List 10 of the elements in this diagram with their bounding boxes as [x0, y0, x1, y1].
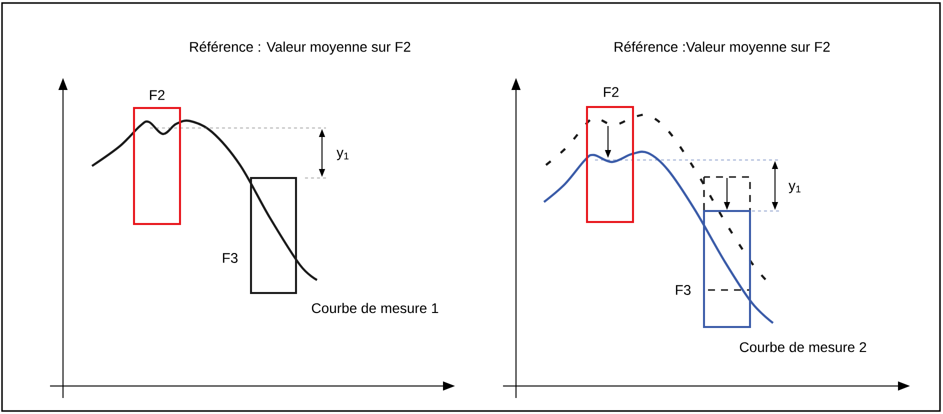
- node-label: F3: [222, 253, 238, 263]
- node-label: F2: [150, 90, 164, 100]
- window-box: F2: [586, 87, 634, 223]
- node-label: F2: [604, 87, 618, 97]
- node-label: F3: [676, 285, 691, 295]
- curve-label: Courbe de mesure 2: [740, 342, 866, 352]
- window-box: F3: [222, 177, 297, 294]
- curve-label: Courbe de mesure 1: [312, 302, 438, 314]
- window-box: F2: [133, 90, 181, 225]
- window-box: F3: [676, 210, 751, 328]
